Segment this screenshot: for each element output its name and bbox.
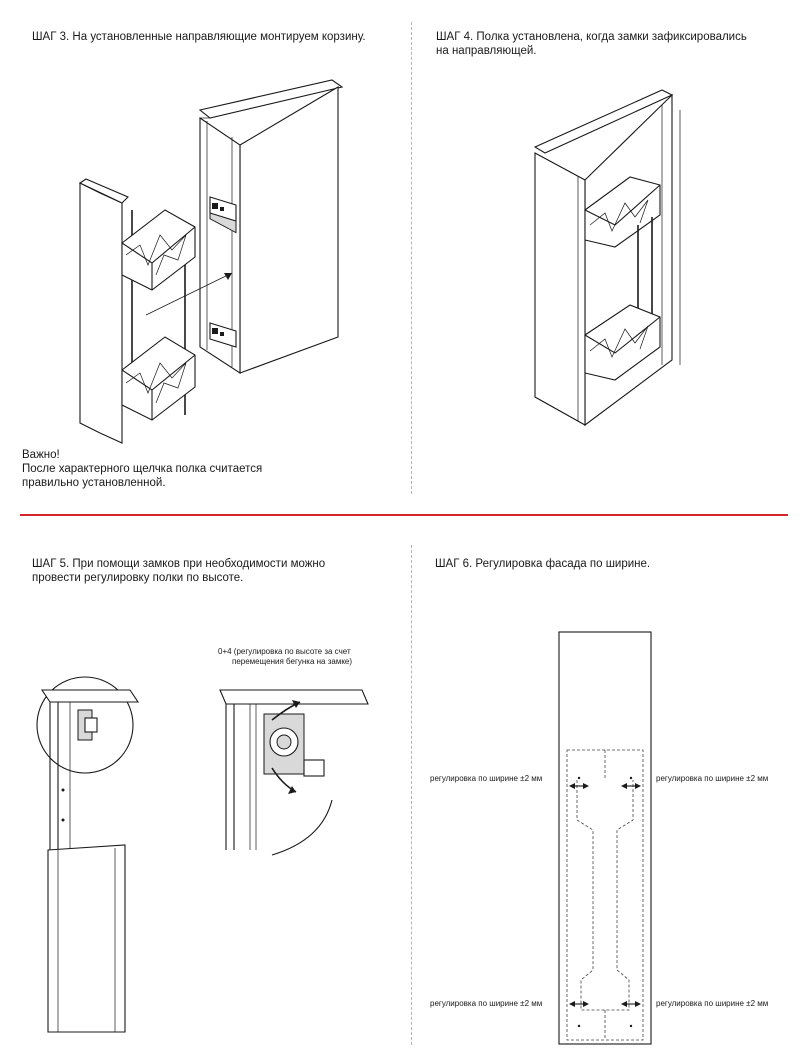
front-panel — [79, 182, 123, 444]
cabinet-assembled — [533, 89, 681, 427]
step3-title: ШАГ 3. На установленные направляющие мон… — [32, 31, 366, 43]
insert-arrow — [145, 272, 233, 316]
step4-title-line: ШАГ 4. Полка установлена, когда замки за… — [436, 31, 747, 43]
step5-detail-zoom — [219, 689, 369, 856]
cabinet — [198, 79, 344, 375]
width-adjust-label-bottom-left: регулировка по ширине ±2 мм — [430, 999, 543, 1008]
step3-note-line: правильно установленной. — [22, 477, 166, 489]
section-divider — [20, 514, 788, 516]
facade — [558, 631, 652, 1045]
width-adjust-label-top-left: регулировка по ширине ±2 мм — [430, 774, 543, 783]
step5-overview — [36, 676, 140, 1033]
height-adjust-callout: 0+4 (регулировка по высоте за счет — [218, 647, 351, 656]
step5-title-line: ШАГ 5. При помощи замков при необходимос… — [32, 558, 326, 570]
step4-illustration — [533, 89, 681, 427]
width-adjust-label-bottom-right: регулировка по ширине ±2 мм — [656, 999, 769, 1008]
step6-front-view — [558, 631, 652, 1045]
step4-title-line: на направляющей. — [436, 45, 537, 57]
vertical-separator-top — [411, 22, 412, 494]
detail-circle — [36, 676, 134, 774]
width-adjust-label-top-right: регулировка по ширине ±2 мм — [656, 774, 769, 783]
step3-note-heading: Важно! — [22, 449, 60, 461]
step3-illustration — [78, 79, 344, 444]
basket — [121, 209, 196, 421]
step3-note-line: После характерного щелчка полка считаетс… — [22, 463, 263, 475]
step5-title-line: провести регулировку полки по высоте. — [32, 572, 244, 584]
vertical-separator-bottom — [411, 545, 412, 1045]
height-adjust-callout: перемещения бегунка на замке) — [232, 657, 353, 666]
step6-title: ШАГ 6. Регулировка фасада по ширине. — [435, 558, 651, 570]
